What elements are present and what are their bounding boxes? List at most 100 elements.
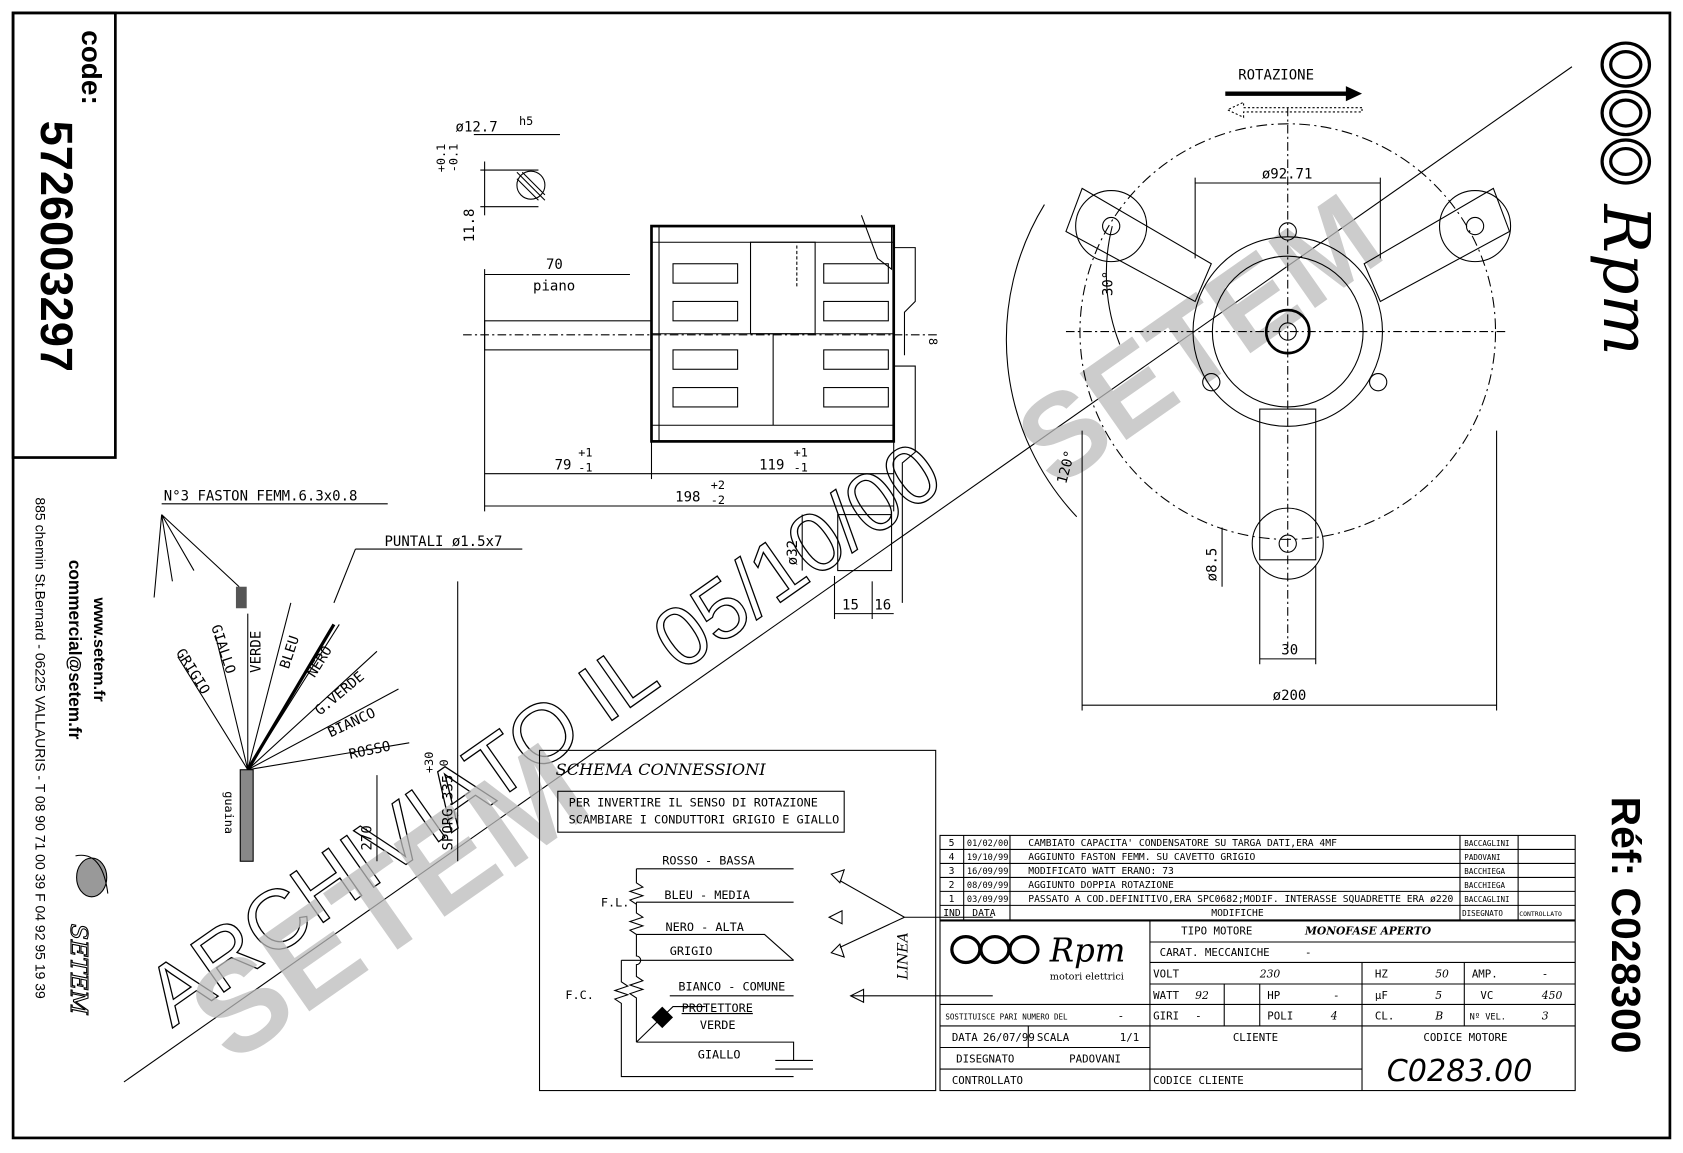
carat-label: CARAT. MECCANICHE bbox=[1160, 946, 1270, 959]
schema-bleu-media: BLEU - MEDIA bbox=[664, 888, 749, 902]
data-label: DATA bbox=[952, 1031, 978, 1044]
dim-flat-label: piano bbox=[533, 279, 575, 295]
wiring-harness bbox=[153, 503, 523, 862]
rev-header-data: DATA bbox=[972, 908, 995, 919]
schema-fc: F.C. bbox=[565, 988, 594, 1002]
hp-label: HP bbox=[1267, 989, 1280, 1002]
rev-header-controllato: CONTROLLATO bbox=[1519, 910, 1562, 918]
schema-rosso-bassa: ROSSO - BASSA bbox=[662, 853, 755, 867]
rev-cell-modifica: AGGIUNTO FASTON FEMM. SU CAVETTO GRIGIO bbox=[1028, 852, 1255, 863]
code-box: code: 5726003297 bbox=[11, 11, 117, 459]
codice-cliente-label: CODICE CLIENTE bbox=[1153, 1074, 1244, 1087]
codice-motore-value: C0283.00 bbox=[1387, 1054, 1533, 1089]
uf-value: 5 bbox=[1435, 989, 1442, 1002]
rev-cell-disegnato: BACCAGLINI bbox=[1464, 895, 1509, 904]
rev-cell-data: 03/09/99 bbox=[967, 895, 1008, 905]
vc-label: VC bbox=[1480, 989, 1493, 1002]
rev-cell-data: 08/09/99 bbox=[967, 881, 1008, 891]
rev-cell-data: 16/09/99 bbox=[967, 867, 1008, 877]
poli-value: 4 bbox=[1330, 1010, 1338, 1023]
title-logo-sub: motori elettrici bbox=[1050, 972, 1124, 983]
schema-note-1: PER INVERTIRE IL SENSO DI ROTAZIONE bbox=[569, 795, 818, 809]
dim-198-tol-plus: +2 bbox=[711, 478, 725, 492]
data-value: 26/07/99 bbox=[983, 1031, 1035, 1044]
watt-value: 92 bbox=[1195, 989, 1209, 1002]
rev-cell-disegnato: BACCHIEGA bbox=[1464, 867, 1505, 876]
rev-cell-ind: 1 bbox=[949, 894, 955, 905]
rev-cell-modifica: PASSATO A COD.DEFINITIVO,ERA SPC0682;MOD… bbox=[1028, 894, 1453, 905]
dim-119-tol-plus: +1 bbox=[794, 445, 808, 459]
scala-value: 1/1 bbox=[1120, 1031, 1139, 1044]
revisions-table bbox=[939, 834, 1576, 1092]
scala-label: SCALA bbox=[1037, 1031, 1070, 1044]
dim-119: 119 bbox=[759, 457, 784, 473]
address: 885 chemin St.Bernard - 06225 VALLAURIS … bbox=[33, 497, 49, 999]
dim-79-tol-plus: +1 bbox=[578, 445, 592, 459]
title-logo-text: Rpm bbox=[1049, 931, 1126, 969]
poli-label: POLI bbox=[1267, 1010, 1293, 1023]
rev-cell-disegnato: PADOVANI bbox=[1464, 853, 1500, 862]
giri-label: GIRI bbox=[1153, 1010, 1179, 1023]
watt-label: WATT bbox=[1153, 989, 1179, 1002]
reference-code: Réf: C028300 bbox=[1603, 797, 1649, 1054]
code-label: code: bbox=[76, 30, 107, 105]
schema-bianco-comune: BIANCO - COMUNE bbox=[678, 979, 785, 993]
dim-198: 198 bbox=[675, 490, 700, 506]
wire-label-verde: VERDE bbox=[249, 631, 265, 673]
dim-flat-tol-minus: -0.1 bbox=[447, 144, 461, 173]
puntali-label: PUNTALI ø1.5x7 bbox=[384, 534, 502, 550]
rev-cell-ind: 4 bbox=[949, 852, 955, 863]
cl-label: CL. bbox=[1375, 1010, 1394, 1023]
shaft-section-detail: ø12.7 h5 +0.1 -0.1 11.8 bbox=[434, 114, 560, 242]
sheath-label: guaina bbox=[222, 791, 236, 834]
controllato-label: CONTROLLATO bbox=[952, 1074, 1023, 1087]
dim-32: ø32 bbox=[785, 540, 801, 565]
dim-200: ø200 bbox=[1273, 688, 1307, 704]
tipo-motore-value: MONOFASE APERTO bbox=[1304, 924, 1432, 937]
rev-header-ind: IND bbox=[943, 908, 961, 919]
schema-verde: VERDE bbox=[700, 1018, 736, 1032]
schema-nero-alta: NERO - ALTA bbox=[665, 920, 743, 934]
motor-side-view bbox=[463, 215, 937, 603]
schema-grigio: GRIGIO bbox=[670, 944, 713, 958]
rpm-logo-title: Rpm motori elettrici bbox=[950, 931, 1126, 983]
schema-note-2: SCAMBIARE I CONDUTTORI GRIGIO E GIALLO bbox=[569, 813, 840, 827]
dim-79-tol-minus: -1 bbox=[578, 461, 592, 475]
dim-sporg: SPORG.335 bbox=[440, 775, 456, 851]
dim-flat-tol-plus: +0.1 bbox=[434, 144, 448, 173]
dim-8-5: ø8.5 bbox=[1205, 548, 1221, 582]
vel-label: Nº VEL. bbox=[1470, 1013, 1506, 1023]
codice-motore-label: CODICE MOTORE bbox=[1423, 1031, 1507, 1044]
dim-shaft-tol: h5 bbox=[519, 114, 533, 128]
rev-cell-ind: 3 bbox=[949, 866, 955, 877]
dim-198-tol-minus: -2 bbox=[711, 493, 725, 507]
rotation-indicator: ROTAZIONE bbox=[1225, 68, 1363, 119]
dim-shaft-dia: ø12.7 bbox=[456, 119, 498, 135]
carat-value: - bbox=[1305, 946, 1311, 959]
sostituisce-value: - bbox=[1118, 1010, 1124, 1023]
dim-angle-30: 30° bbox=[1100, 271, 1116, 296]
volt-label: VOLT bbox=[1153, 968, 1179, 981]
rev-cell-data: 01/02/00 bbox=[967, 839, 1008, 849]
rev-cell-ind: 2 bbox=[949, 880, 955, 891]
website: www.setem.fr bbox=[90, 596, 108, 702]
schema-giallo: GIALLO bbox=[698, 1047, 741, 1061]
rotation-label: ROTAZIONE bbox=[1238, 68, 1314, 84]
side-view-dimensions bbox=[484, 269, 895, 620]
schema-linea: LINEA bbox=[896, 932, 912, 980]
vc-value: 450 bbox=[1541, 989, 1563, 1002]
setem-bird-logo bbox=[75, 854, 109, 898]
sostituisce-label: SOSTITUISCE PARI NUMERO DEL bbox=[945, 1013, 1068, 1022]
rev-header-modifiche: MODIFICHE bbox=[1211, 908, 1264, 919]
dim-79: 79 bbox=[555, 457, 572, 473]
disegnato-label: DISEGNATO bbox=[956, 1053, 1014, 1066]
rev-cell-modifica: AGGIUNTO DOPPIA ROTAZIONE bbox=[1028, 880, 1174, 891]
archive-diagonal bbox=[123, 66, 1573, 1083]
schema-protettore: PROTETTORE bbox=[682, 1001, 753, 1015]
faston-label: N°3 FASTON FEMM.6.3x0.8 bbox=[164, 489, 358, 505]
dim-270: 270 bbox=[360, 825, 376, 850]
hp-value: - bbox=[1333, 989, 1339, 1002]
code-value: 5726003297 bbox=[31, 121, 82, 372]
dim-30: 30 bbox=[1281, 643, 1298, 659]
